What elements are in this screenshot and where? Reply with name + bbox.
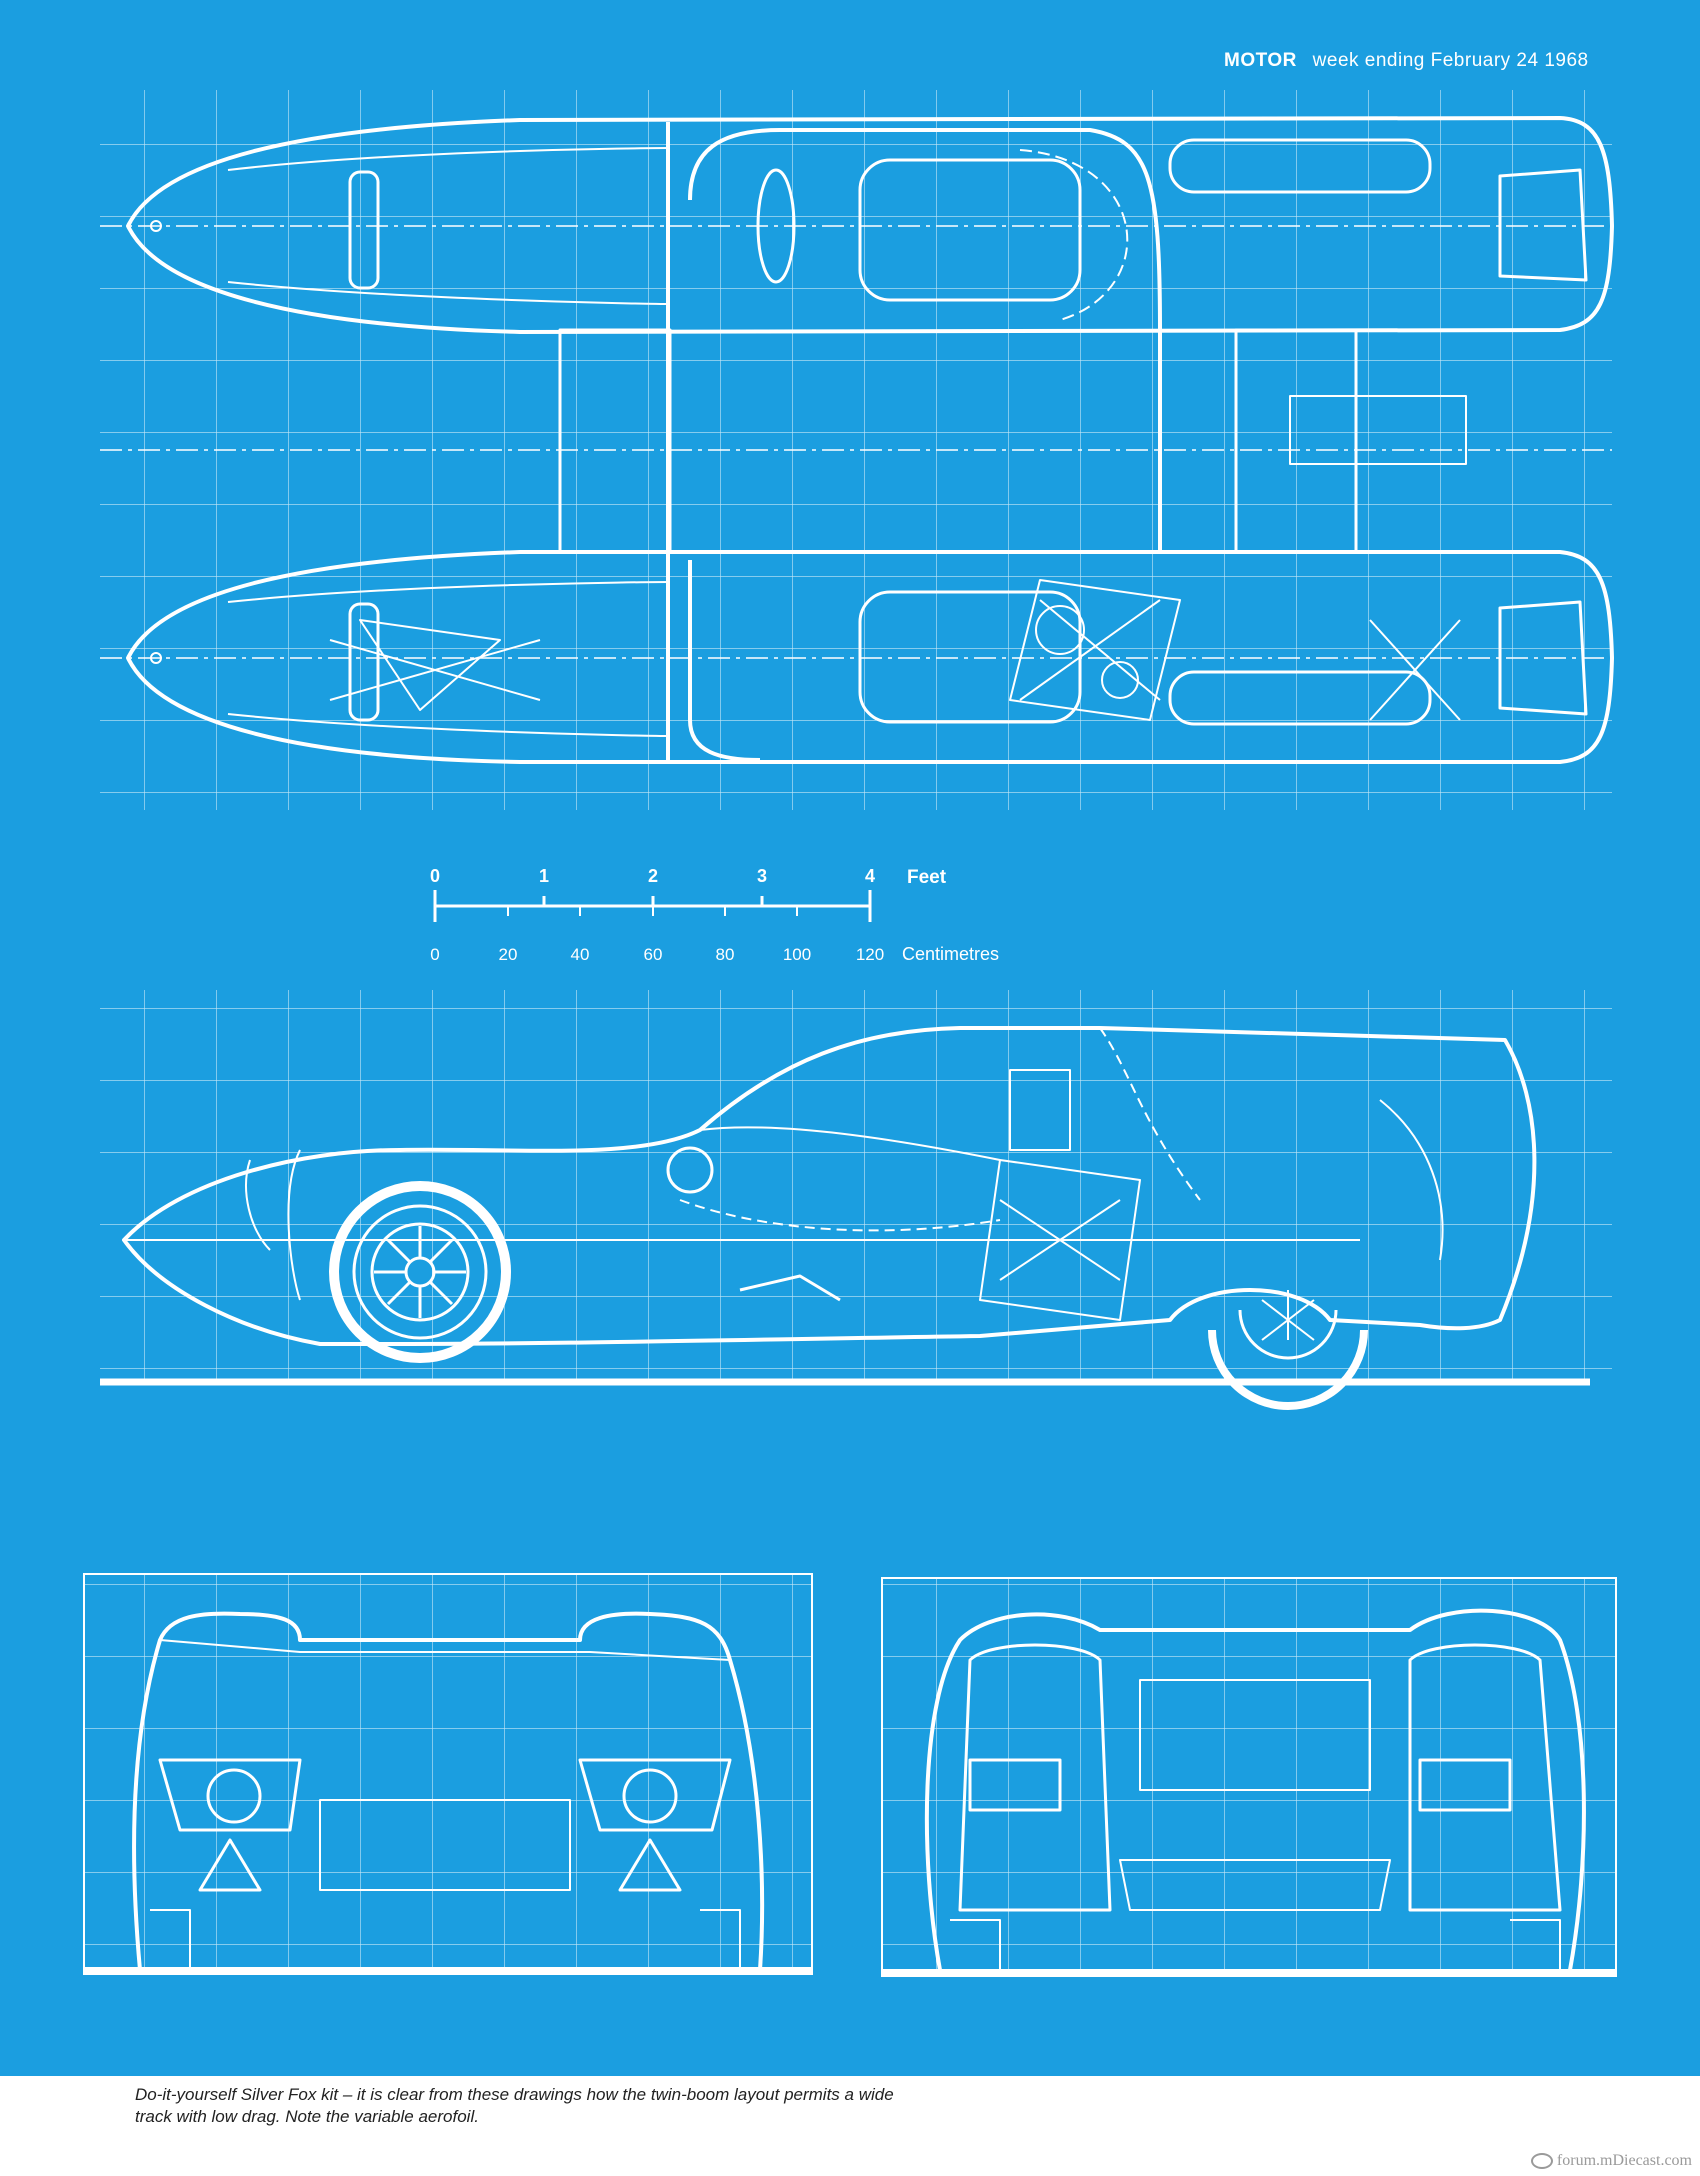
scale-feet-tick: 2 — [648, 866, 658, 886]
top-view-drawing — [100, 90, 1614, 810]
scale-cm-tick: 0 — [430, 945, 439, 964]
site-watermark: forum.mDiecast.com — [1530, 2152, 1692, 2170]
side-view-drawing — [100, 990, 1612, 1410]
rear-view-grid — [881, 1577, 1617, 1977]
scale-cm-tick: 60 — [644, 945, 663, 964]
front-view-drawing — [83, 1573, 813, 1975]
scale-cm-tick: 100 — [783, 945, 811, 964]
side-view-grid — [100, 990, 1612, 1380]
scale-feet-tick: 4 — [865, 866, 875, 886]
scale-cm-unit: Centimetres — [902, 944, 999, 964]
scale-cm-tick: 120 — [856, 945, 884, 964]
front-view-grid — [83, 1573, 813, 1975]
watermark-text: forum.mDiecast.com — [1556, 2152, 1692, 2169]
front-wheel — [329, 1181, 511, 1363]
issue-date: week ending February 24 1968 — [1312, 50, 1589, 71]
watermark-logo-icon — [1530, 2153, 1553, 2169]
magazine-name: MOTOR — [1224, 50, 1297, 71]
scale-cm-tick: 20 — [499, 945, 518, 964]
scale-feet-unit: Feet — [907, 867, 947, 888]
scale-cm-tick: 80 — [716, 945, 735, 964]
figure-caption: Do-it-yourself Silver Fox kit – it is cl… — [135, 2085, 894, 2126]
blueprint-page: MOTOR week ending February 24 1968 — [0, 0, 1700, 2076]
scale-feet-tick: 1 — [539, 866, 549, 886]
rear-wheel — [1208, 1290, 1368, 1410]
scale-feet-tick: 3 — [757, 866, 767, 886]
scale-feet-tick: 0 — [430, 866, 440, 886]
rear-view-drawing — [881, 1577, 1617, 1977]
blueprint-drawings: 0 1 2 3 4 Feet 0 20 40 60 80 100 120 Cen… — [83, 90, 1617, 1977]
page-header: MOTOR week ending February 24 1968 — [1224, 50, 1644, 72]
scale-bar: 0 1 2 3 4 Feet 0 20 40 60 80 100 120 Cen… — [430, 866, 999, 964]
scale-cm-tick: 40 — [571, 945, 590, 964]
